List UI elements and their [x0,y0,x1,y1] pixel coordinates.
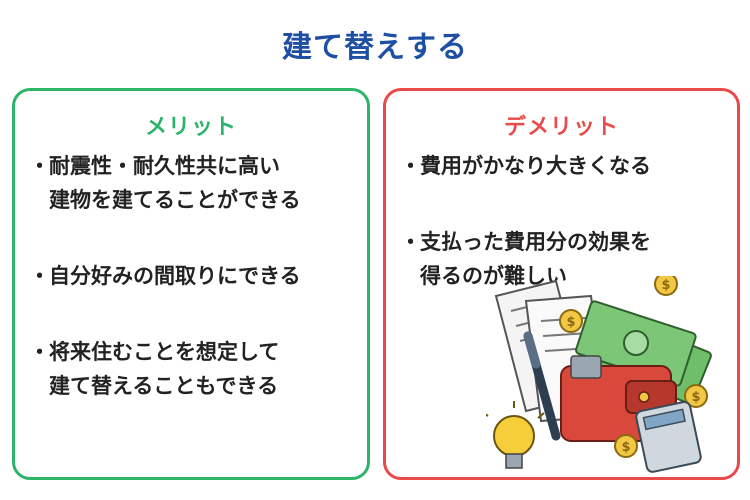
lightbulb-icon [486,401,545,469]
merit-point-1-line1: 耐震性・耐久性共に高い [49,154,280,178]
bullet: ・ [29,154,50,178]
money-illustration: $ $ $ $ [486,276,712,473]
coin-symbol: $ [661,278,670,293]
merit-point-2: ・自分好みの間取りにできる [29,259,301,293]
page-title: 建て替えする [282,30,468,65]
merit-heading: メリット [144,115,237,140]
coin-symbol: $ [566,315,575,330]
demerit-point-2: ・支払った費用分の効果を 得るのが難しい [400,225,651,293]
demerit-card: デメリット ・費用がかなり大きくなる ・支払った費用分の効果を 得るのが難しい [383,88,740,480]
bullet: ・ [400,230,421,254]
banknote-icon [575,300,712,405]
bullet: ・ [29,264,50,288]
calculator-icon [635,400,702,473]
merit-point-3-line2: 建て替えることもできる [49,374,279,398]
pen-icon [523,331,561,441]
merit-point-1-line2: 建物を建てることができる [49,188,301,212]
bullet: ・ [29,340,50,364]
merit-point-3-line1: 将来住むことを想定して [49,340,280,364]
demerit-point-2-line1: 支払った費用分の効果を [420,230,651,254]
merit-point-2-line1: 自分好みの間取りにできる [49,264,301,288]
merit-card: メリット ・耐震性・耐久性共に高い 建物を建てることができる ・自分好みの間取り… [12,88,370,480]
demerit-point-1: ・費用がかなり大きくなる [400,149,651,183]
bullet: ・ [400,154,421,178]
coin-symbol: $ [621,440,630,455]
coin-symbol: $ [691,390,700,405]
demerit-heading: デメリット [503,115,619,140]
demerit-point-1-line1: 費用がかなり大きくなる [420,154,651,178]
merit-point-1: ・耐震性・耐久性共に高い 建物を建てることができる [29,149,301,217]
merit-point-3: ・将来住むことを想定して 建て替えることもできる [29,335,279,403]
coin-icon: $ $ $ $ [559,276,708,458]
